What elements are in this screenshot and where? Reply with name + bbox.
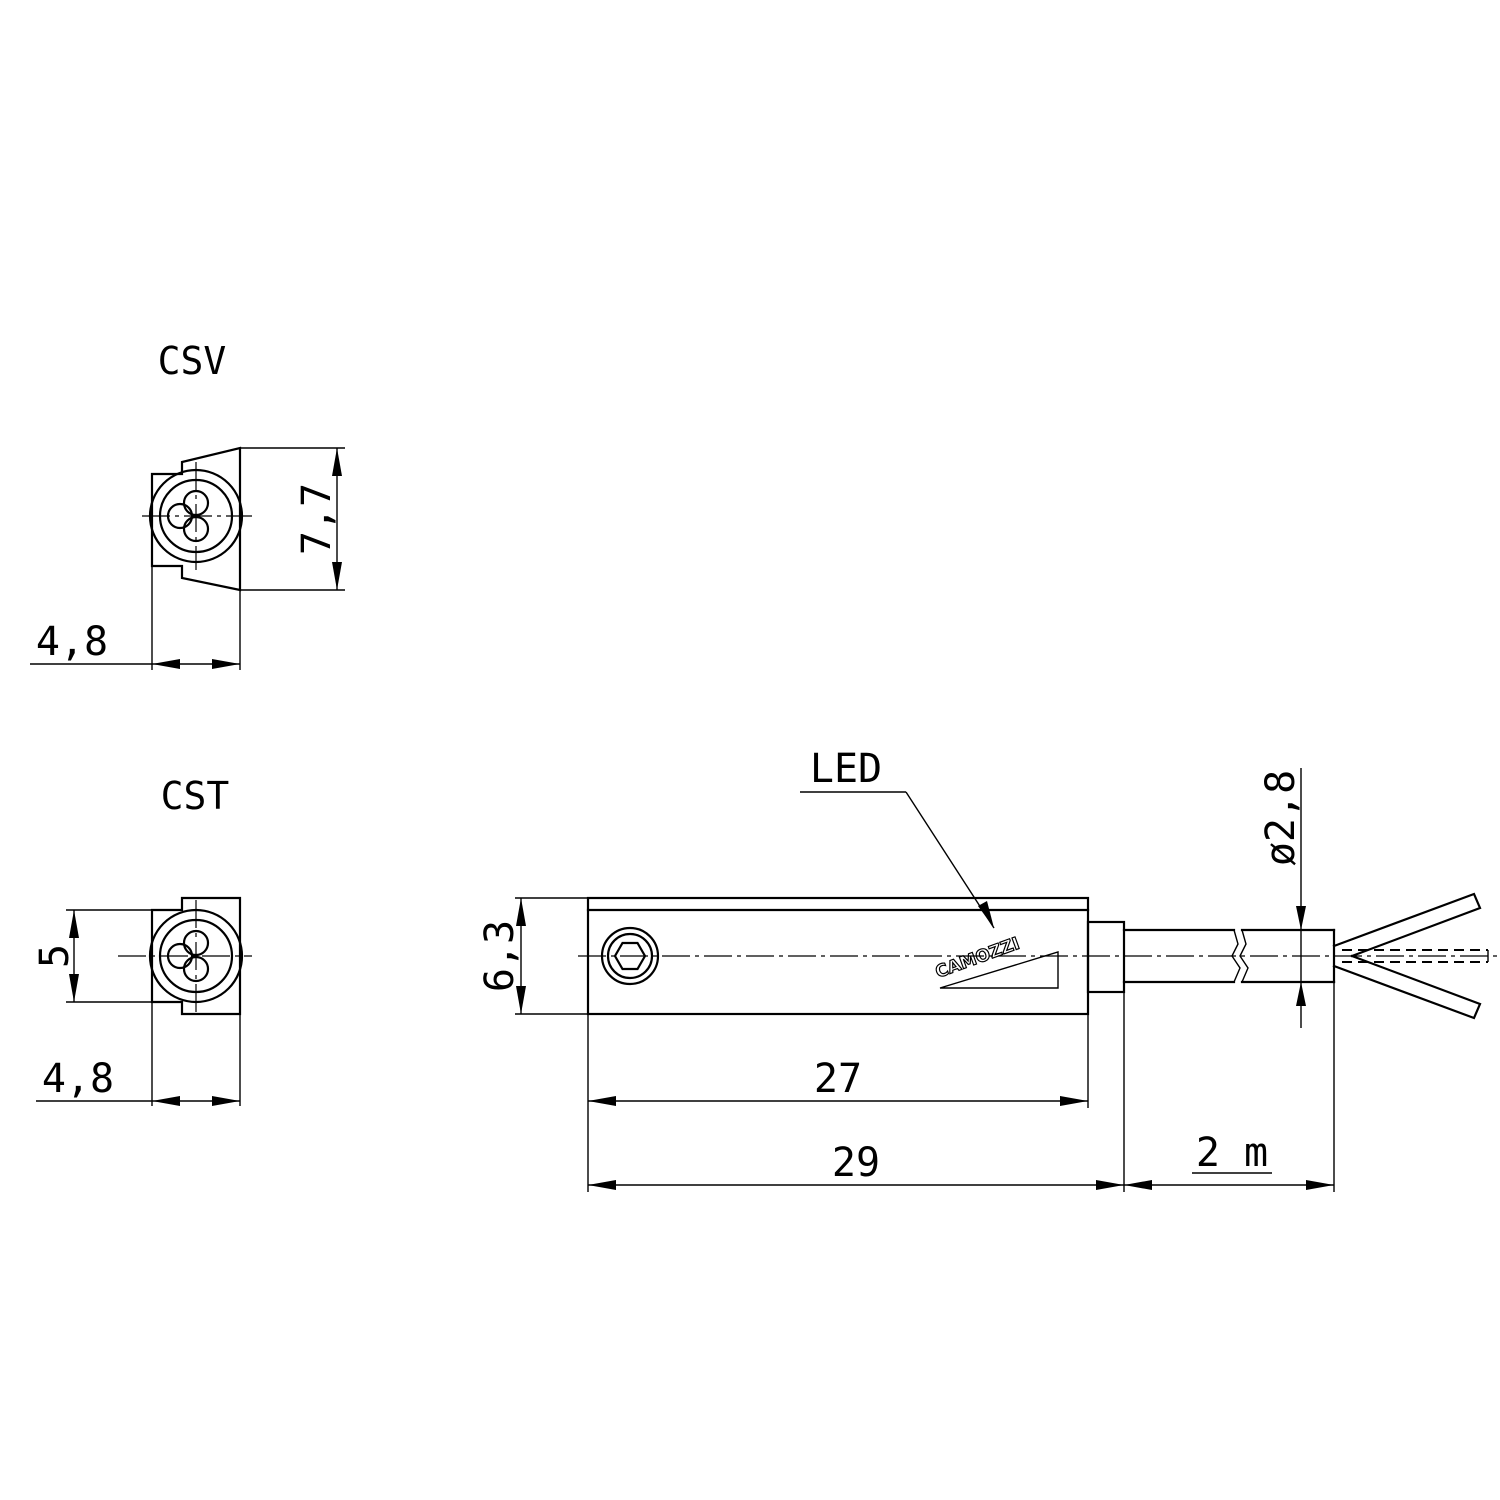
brand-logo: CAMOZZI bbox=[933, 934, 1023, 983]
total-length-dimension: 29 bbox=[588, 992, 1125, 1192]
body-length-dimension: 27 bbox=[587, 1014, 1089, 1192]
cst-view: CST 5 4,8 bbox=[32, 774, 252, 1106]
side-height-dimension: 6,3 bbox=[477, 897, 588, 1015]
csv-width-dimension: 4,8 bbox=[30, 566, 241, 670]
led-callout: LED bbox=[800, 746, 995, 929]
body-length-label: 27 bbox=[814, 1056, 862, 1102]
csv-height-label: 7,7 bbox=[294, 483, 340, 555]
cable bbox=[1122, 928, 1336, 984]
side-view: CAMOZZI LED bbox=[477, 746, 1500, 1192]
cable-diameter-label: ø2,8 bbox=[1258, 770, 1304, 866]
csv-title: CSV bbox=[158, 339, 227, 383]
cable-length-dimension: 2 m bbox=[1124, 982, 1335, 1192]
side-height-label: 6,3 bbox=[477, 920, 523, 992]
wire-lead-icon bbox=[1332, 892, 1489, 1020]
cst-height-label: 5 bbox=[32, 944, 78, 968]
cst-width-dimension: 4,8 bbox=[36, 1002, 241, 1106]
csv-height-dimension: 7,7 bbox=[240, 447, 345, 591]
cable-diameter-dimension: ø2,8 bbox=[1258, 768, 1306, 1028]
brand-marking: CAMOZZI bbox=[932, 933, 1059, 989]
csv-width-label: 4,8 bbox=[36, 619, 108, 665]
strain-relief bbox=[1086, 920, 1126, 994]
cst-width-label: 4,8 bbox=[42, 1056, 114, 1102]
cable-length-label: 2 m bbox=[1196, 1130, 1268, 1176]
led-label: LED bbox=[810, 746, 882, 792]
logo-triangle bbox=[939, 951, 1059, 989]
csv-view: CSV 7,7 4,8 bbox=[30, 339, 345, 670]
cst-title: CST bbox=[161, 774, 230, 818]
cst-height-dimension: 5 bbox=[32, 909, 152, 1003]
total-length-label: 29 bbox=[832, 1140, 880, 1186]
